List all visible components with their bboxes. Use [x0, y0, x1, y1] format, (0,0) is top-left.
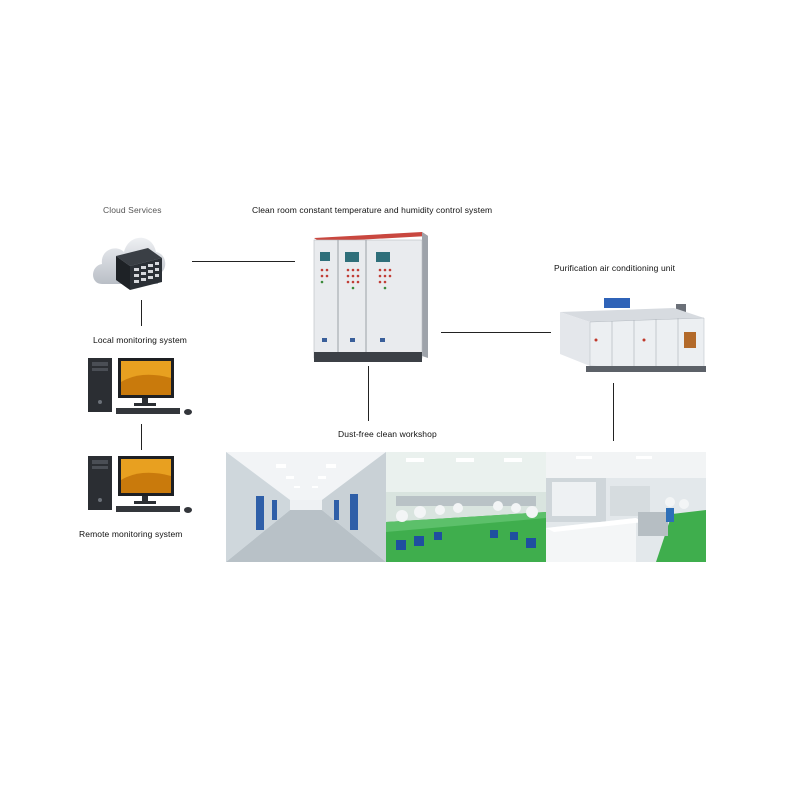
connector-purification-workshop [613, 383, 614, 441]
control-system-label: Clean room constant temperature and humi… [252, 205, 493, 215]
purification-unit-icon [556, 296, 708, 378]
workshop-photo-corridor [226, 452, 386, 562]
workshop-photo-production-line [386, 452, 546, 562]
cloud-server-icon [90, 222, 166, 292]
control-cabinet-icon [310, 228, 432, 364]
workshop-label: Dust-free clean workshop [338, 429, 437, 439]
connector-cloud-local [141, 300, 142, 326]
connector-control-workshop [368, 366, 369, 421]
remote-computer-icon [86, 454, 198, 516]
workshop-photo-workstations [546, 452, 706, 562]
remote-monitoring-label: Remote monitoring system [79, 529, 183, 539]
purification-unit-label: Purification air conditioning unit [554, 263, 676, 273]
connector-control-purification [441, 332, 551, 333]
local-monitoring-label: Local monitoring system [93, 335, 187, 345]
cloud-services-label: Cloud Services [103, 205, 162, 215]
connector-local-remote [141, 424, 142, 450]
connector-cloud-control [192, 261, 295, 262]
local-computer-icon [86, 356, 198, 418]
